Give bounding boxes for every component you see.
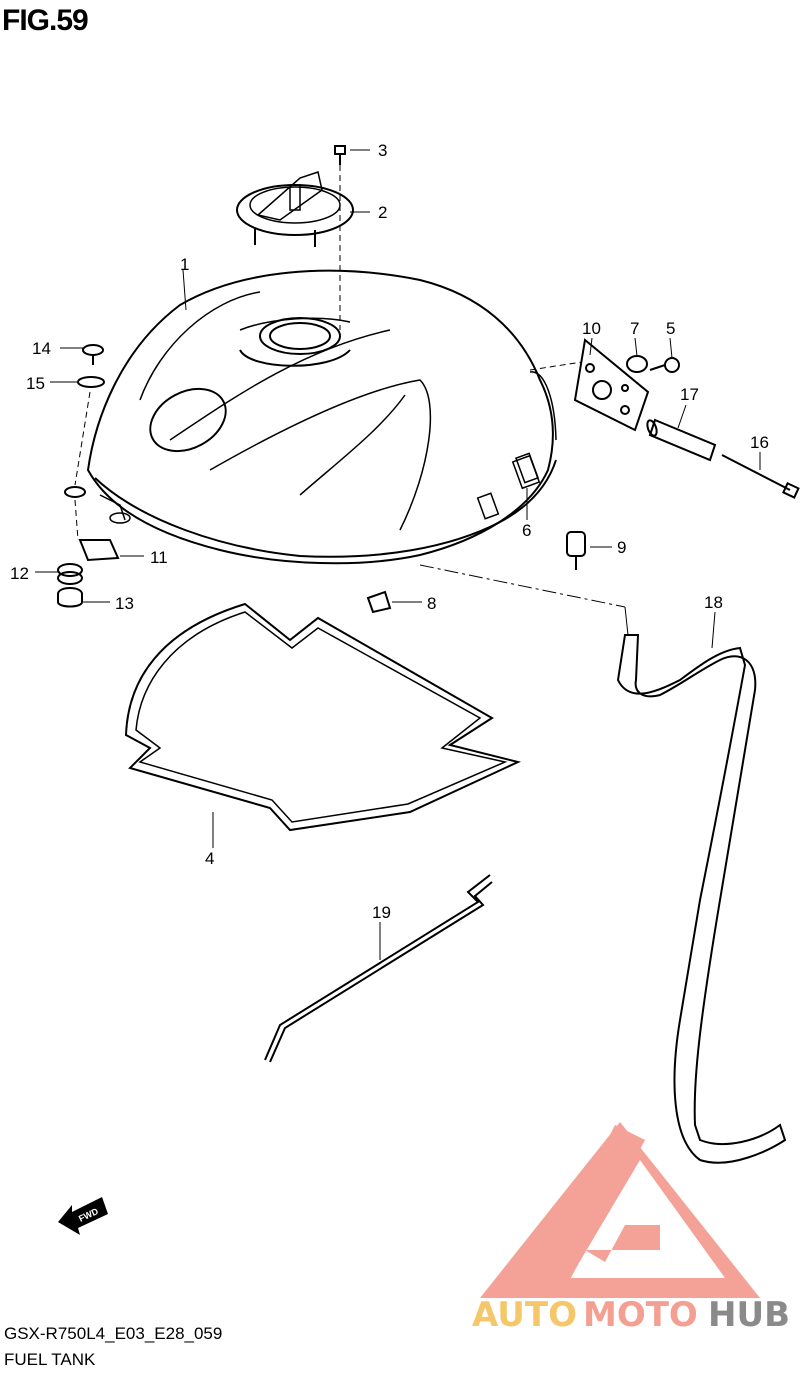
mount-grommet — [57, 587, 83, 608]
callout-8: 8 — [427, 594, 436, 613]
callout-4: 4 — [205, 849, 214, 868]
front-mount-parts — [57, 344, 120, 608]
callout-15: 15 — [26, 374, 45, 393]
fwd-arrow-icon: FWD — [58, 1197, 108, 1235]
side-damper — [515, 452, 539, 484]
automotohub-logo — [480, 1122, 760, 1298]
wordmark-auto: AUTO — [472, 1295, 577, 1335]
bracket-cushion — [626, 355, 648, 373]
bracket-bolt — [649, 357, 680, 373]
callout-19: 19 — [372, 903, 391, 922]
callout-7: 7 — [630, 319, 639, 338]
callout-10: 10 — [582, 319, 601, 338]
tank-gasket — [124, 602, 521, 832]
mounting-collar — [646, 418, 717, 462]
logo-g-bar — [585, 1225, 660, 1262]
tank-gasket-inner — [135, 611, 508, 823]
mounting-bolt — [721, 454, 800, 499]
callout-14: 14 — [32, 339, 51, 358]
callout-17: 17 — [680, 385, 699, 404]
callout-6: 6 — [522, 521, 531, 540]
callout-1: 1 — [180, 255, 189, 274]
breather-hose — [616, 634, 787, 1164]
mount-bolt-head — [82, 344, 104, 356]
figure-name: FUEL TANK — [4, 1350, 96, 1369]
cap-screw — [334, 145, 346, 165]
logo-inner-cut — [570, 1160, 725, 1278]
callout-3: 3 — [378, 141, 387, 160]
callout-16: 16 — [750, 433, 769, 452]
hose-fitting — [566, 531, 586, 570]
callout-2: 2 — [378, 203, 387, 222]
figure-title: FIG.59 — [2, 4, 89, 37]
callout-labels: 1 2 3 4 5 6 7 8 9 10 11 12 13 14 15 16 1… — [10, 141, 769, 922]
leader-lines — [35, 149, 761, 960]
tank-bracket — [573, 338, 650, 432]
automotohub-wordmark: AUTO MOTO HUB — [472, 1295, 790, 1335]
fuel-cap — [236, 171, 354, 247]
mount-cushion — [78, 539, 120, 562]
fuel-tank — [86, 269, 557, 565]
callout-18: 18 — [704, 593, 723, 612]
callout-11: 11 — [150, 548, 168, 567]
drain-wire — [264, 874, 493, 1063]
callout-5: 5 — [666, 319, 675, 338]
logo-left-stroke — [528, 1125, 645, 1298]
wordmark-moto: MOTO — [583, 1295, 698, 1335]
callout-9: 9 — [617, 538, 626, 557]
wordmark-hub: HUB — [708, 1295, 790, 1335]
hose-clip — [366, 590, 392, 614]
figure-code: GSX-R750L4_E03_E28_059 — [4, 1324, 223, 1343]
mount-washer-top — [77, 376, 105, 388]
callout-12: 12 — [10, 564, 29, 583]
mount-washer — [57, 563, 83, 577]
callout-13: 13 — [115, 594, 134, 613]
